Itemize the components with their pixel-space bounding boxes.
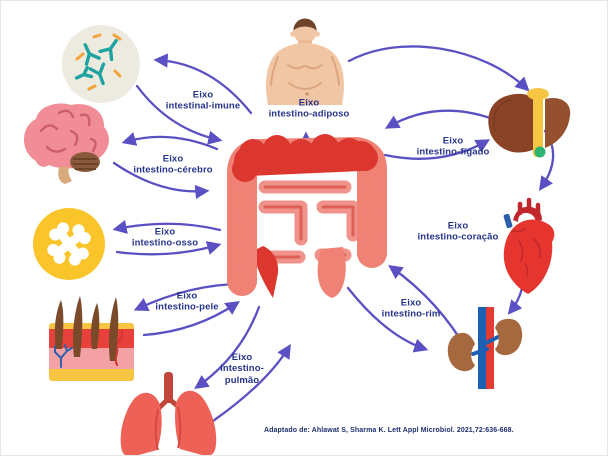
arrow-lung-to-gut [211,343,291,423]
arrow-skin-to-gut [142,300,240,337]
heart-icon [503,197,555,294]
liver-icon [488,88,571,158]
arrow-heart-to-kidney [507,286,524,315]
overweight-torso-icon [266,18,344,105]
label-gut-lung-axis: Eixo intestino- pulmão [220,351,264,386]
label-gut-immune-axis: Eixo intestinal-imune [165,89,241,112]
arrow-bone-to-gut [115,241,222,256]
label-gut-skin-axis: Eixo intestino-pele [155,290,219,313]
axis-arrows [112,45,555,423]
skin-section-icon [49,296,134,381]
arrow-gut-to-lung [194,305,261,390]
arrow-gut-to-immune [153,53,253,115]
label-gut-brain-axis: Eixo intestino-cérebro [133,153,213,176]
bone-icon [33,208,105,280]
arrow-gut-to-kidney [346,286,429,353]
label-gut-kidney-axis: Eixo intestino-rim [381,297,441,320]
label-gut-heart-axis: Eixo intestino-coração [417,220,499,243]
arrow-brain-to-gut [112,161,210,200]
label-gut-bone-axis: Eixo intestino-osso [131,226,199,249]
intestine-icon [227,134,387,298]
antibodies-icon [62,25,140,103]
arrow-gut-to-liver [383,139,491,160]
label-gut-liver-axis: Eixo intestino-fígado [416,135,490,158]
kidneys-icon [447,307,523,389]
arrow-gut-to-brain [121,132,219,151]
arrow-liver-to-gut [384,109,495,129]
arrow-adipose-to-liver [347,45,530,92]
arrow-gut-to-bone [112,219,222,234]
lungs-icon [120,372,217,455]
source-citation: Adaptado de: Ahlawat S, Sharma K. Lett A… [264,427,514,434]
brain-icon [23,103,109,184]
arrow-immune-to-gut [135,84,223,145]
label-gut-adipose-axis: Eixo intestino-adiposo [268,97,350,120]
